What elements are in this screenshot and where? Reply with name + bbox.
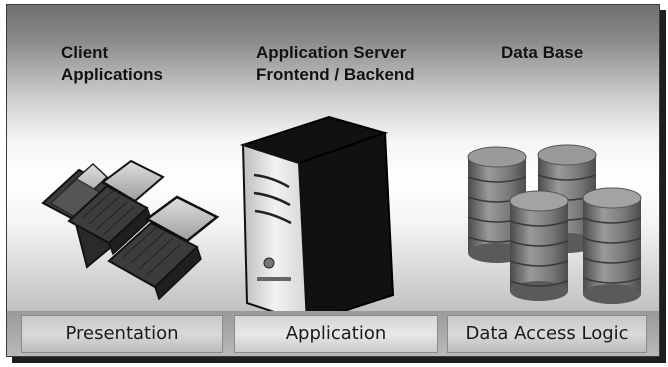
- data-access-logic-tier-label: Data Access Logic: [447, 315, 647, 353]
- application-tier-label: Application: [234, 315, 438, 353]
- architecture-diagram: Client Applications Application Server F…: [6, 4, 660, 357]
- db-cylinder-front-right: [582, 187, 642, 304]
- client-applications-title: Client Applications: [61, 42, 221, 86]
- laptop-back: [41, 162, 125, 269]
- laptops-icon: [41, 159, 220, 301]
- database-stacks-icon: [467, 144, 642, 304]
- database-title: Data Base: [501, 42, 641, 64]
- laptop-middle: [67, 159, 165, 256]
- diagram-illustrations: [41, 115, 642, 325]
- server-tower-icon: [239, 115, 395, 325]
- client-title-line-1: Client: [61, 43, 109, 62]
- client-title-line-2: Applications: [61, 65, 164, 84]
- application-server-title: Application Server Frontend / Backend: [256, 42, 476, 86]
- app-title-line-2: Frontend / Backend: [256, 65, 415, 84]
- laptop-front: [107, 195, 220, 301]
- db-title-line-1: Data Base: [501, 43, 584, 62]
- db-cylinder-front-left: [509, 190, 569, 301]
- app-title-line-1: Application Server: [256, 43, 407, 62]
- presentation-tier-label: Presentation: [21, 315, 223, 353]
